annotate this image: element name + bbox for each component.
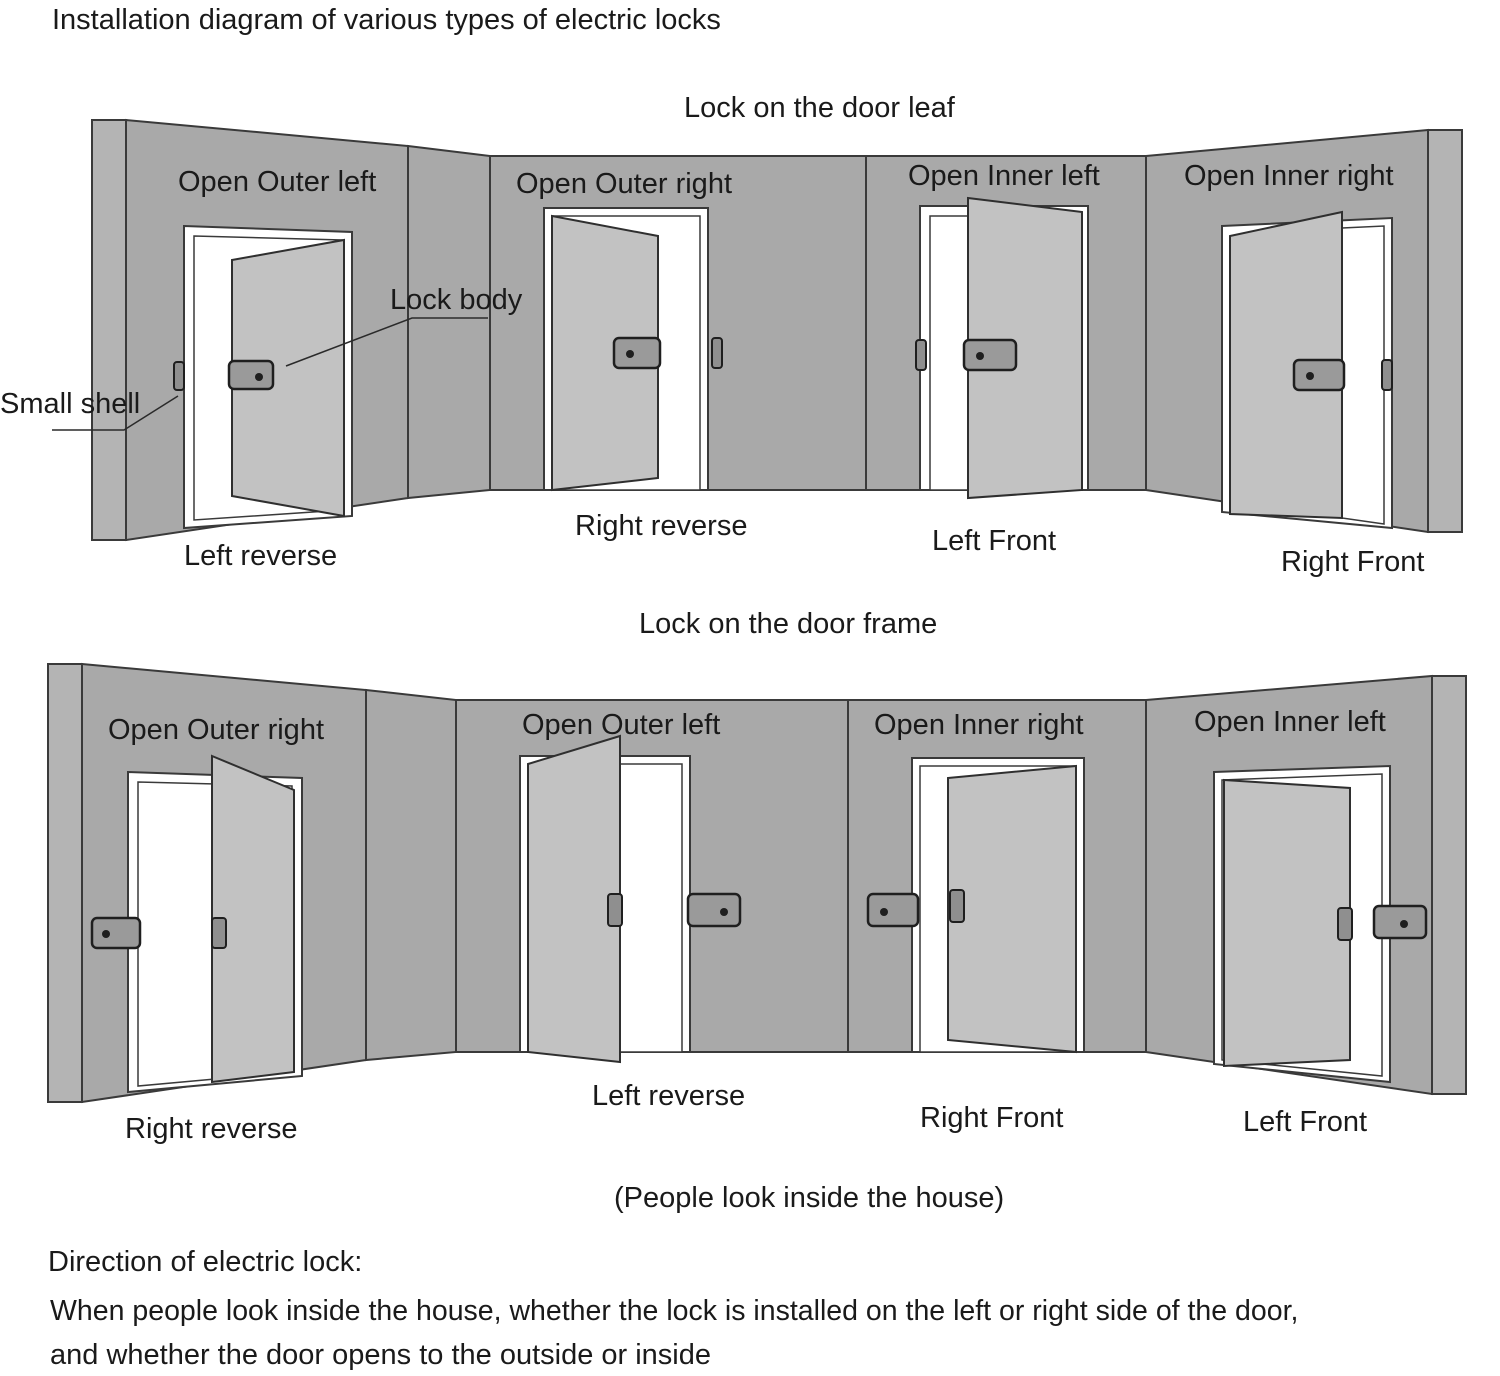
direction-heading: Direction of electric lock: xyxy=(48,1246,363,1278)
top-panel-4-heading: Open Inner right xyxy=(1184,160,1394,192)
bottom-door-outer-left xyxy=(519,734,742,1064)
top-panel-3-heading: Open Inner left xyxy=(908,160,1100,192)
bottom-panel-3-heading: Open Inner right xyxy=(874,709,1084,741)
viewpoint-note: (People look inside the house) xyxy=(614,1182,1005,1214)
callout-lock-body: Lock body xyxy=(390,284,523,316)
top-panel-1-caption: Left reverse xyxy=(184,540,338,572)
top-panel-1-heading: Open Outer left xyxy=(178,166,377,198)
callout-leaders xyxy=(52,317,488,431)
top-door-outer-right xyxy=(543,207,723,492)
direction-line-1: When people look inside the house, wheth… xyxy=(50,1295,1299,1327)
top-panel-2-caption: Right reverse xyxy=(575,510,748,542)
bottom-panel-3-caption: Right Front xyxy=(920,1102,1064,1134)
bottom-panel-1-caption: Right reverse xyxy=(125,1113,298,1145)
bottom-panel-2-caption: Left reverse xyxy=(592,1080,746,1112)
bottom-panel-4-heading: Open Inner left xyxy=(1194,706,1386,738)
bottom-panel-4-caption: Left Front xyxy=(1243,1106,1368,1138)
diagram-title: Installation diagram of various types of… xyxy=(52,4,721,36)
top-door-outer-left xyxy=(173,224,353,530)
top-panel-3-caption: Left Front xyxy=(932,525,1057,557)
bottom-door-inner-left xyxy=(1213,764,1428,1084)
bottom-door-inner-right xyxy=(866,757,1085,1054)
bottom-door-outer-right xyxy=(90,754,303,1094)
top-panel-4-caption: Right Front xyxy=(1281,546,1425,578)
bottom-panel-1-heading: Open Outer right xyxy=(108,714,324,746)
top-door-inner-right xyxy=(1221,210,1393,530)
section-label-door-frame: Lock on the door frame xyxy=(639,608,938,640)
bottom-panel-2-heading: Open Outer left xyxy=(522,709,721,741)
direction-line-2: and whether the door opens to the outsid… xyxy=(50,1339,712,1371)
top-panel-2-heading: Open Outer right xyxy=(516,168,732,200)
top-door-inner-left xyxy=(915,196,1089,500)
callout-small-shell: Small shell xyxy=(0,388,141,420)
section-label-door-leaf: Lock on the door leaf xyxy=(684,92,955,124)
